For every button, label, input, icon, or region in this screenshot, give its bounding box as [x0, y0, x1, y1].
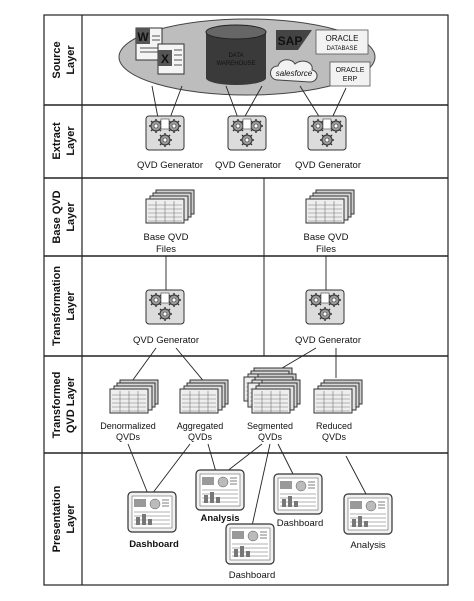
analysis-label: Analysis — [350, 540, 386, 551]
qvd-generator-label: QVD Generator — [295, 160, 361, 171]
data-warehouse-icon: DATA WAREHOUSE — [205, 24, 267, 85]
aggregated-qvds: Aggregated QVDs — [177, 379, 229, 442]
dashboard-2: Dashboard — [273, 473, 323, 529]
base-qvd-files-1: Base QVD Files — [144, 189, 195, 255]
layer-label-line1: Presentation — [51, 485, 63, 552]
base-qvd-label-line2: Files — [156, 244, 176, 255]
segmented-qvds: Segmented QVDs — [243, 367, 301, 442]
oracle-erp-line1: ORACLE — [336, 67, 365, 74]
reduced-label-line1: Reduced — [316, 421, 352, 431]
warehouse-label-line1: DATA — [228, 53, 243, 59]
oracle-erp-logo-icon: ORACLE ERP — [329, 61, 371, 87]
oracle-db-line1: ORACLE — [326, 34, 359, 43]
dashboard-label: Dashboard — [129, 539, 179, 550]
layer-label-transformed-qvd: Transformed QVD Layer — [51, 372, 77, 439]
denormalized-label-line2: QVDs — [116, 432, 141, 442]
dashboard-label: Dashboard — [277, 518, 323, 529]
reduced-qvds: Reduced QVDs — [313, 379, 363, 442]
source-extract-connectors — [151, 85, 347, 119]
layer-label-line2: Layer — [65, 126, 77, 156]
dashboard-1: Dashboard — [127, 491, 179, 550]
qvd-generator-label: QVD Generator — [137, 160, 203, 171]
aggregated-label-line1: Aggregated — [177, 421, 224, 431]
layer-label-presentation: Presentation Layer — [51, 485, 77, 552]
dashboard-label: Dashboard — [229, 570, 275, 581]
extract-qvd-generator-1: QVD Generator — [137, 116, 203, 171]
segmented-label-line2: QVDs — [258, 432, 283, 442]
layer-label-base-qvd: Base QVD Layer — [51, 190, 77, 243]
outer-frame — [43, 14, 449, 586]
oracle-db-line2: DATABASE — [326, 46, 357, 52]
transformed-presentation-connectors — [127, 443, 367, 527]
svg-text:X: X — [161, 52, 169, 66]
base-qvd-label-line2: Files — [316, 244, 336, 255]
layer-label-line2: Layer — [65, 202, 77, 232]
denormalized-label-line1: Denormalized — [100, 421, 156, 431]
layer-label-line1: Transformed — [51, 372, 63, 439]
transform-qvd-generator-1: QVD Generator — [133, 290, 199, 346]
base-qvd-label-line1: Base QVD — [304, 232, 349, 243]
layer-label-line2: QVD Layer — [65, 376, 77, 433]
layer-label-line1: Base QVD — [51, 190, 63, 243]
analysis-1: Analysis — [195, 469, 245, 524]
qvd-generator-label: QVD Generator — [215, 160, 281, 171]
salesforce-logo-icon: salesforce — [270, 59, 318, 83]
layer-label-line1: Source — [51, 41, 63, 78]
warehouse-label-line2: WAREHOUSE — [216, 61, 255, 67]
layer-label-extract: Extract Layer — [51, 122, 77, 160]
layer-label-line2: Layer — [65, 504, 77, 534]
oracle-database-logo-icon: ORACLE DATABASE — [315, 29, 369, 55]
qvd-generator-label: QVD Generator — [295, 335, 361, 346]
layer-label-line2: Layer — [65, 45, 77, 75]
dashboard-3: Dashboard — [225, 523, 275, 581]
base-qvd-label-line1: Base QVD — [144, 232, 189, 243]
analysis-label: Analysis — [200, 513, 239, 524]
layer-label-line1: Extract — [51, 122, 63, 160]
salesforce-label: salesforce — [276, 69, 313, 78]
sap-logo-icon: SAP — [276, 30, 312, 50]
aggregated-label-line2: QVDs — [188, 432, 213, 442]
excel-spreadsheet-icon: X — [157, 43, 185, 75]
oracle-erp-line2: ERP — [343, 76, 358, 83]
layer-label-source: Source Layer — [51, 41, 77, 78]
segmented-label-line1: Segmented — [247, 421, 293, 431]
denormalized-qvds: Denormalized QVDs — [100, 379, 159, 442]
svg-text:W: W — [137, 30, 149, 44]
extract-qvd-generator-3: QVD Generator — [295, 116, 361, 171]
layer-label-transformation: Transformation Layer — [51, 266, 77, 346]
analysis-2: Analysis — [343, 493, 393, 551]
sap-label: SAP — [278, 34, 303, 48]
layer-label-line2: Layer — [65, 291, 77, 321]
layer-separators — [44, 104, 448, 454]
layer-label-line1: Transformation — [51, 266, 63, 346]
qvd-generator-label: QVD Generator — [133, 335, 199, 346]
base-transform-connectors — [165, 256, 327, 290]
extract-qvd-generator-2: QVD Generator — [215, 116, 281, 171]
base-qvd-files-2: Base QVD Files — [304, 189, 355, 255]
reduced-label-line2: QVDs — [322, 432, 347, 442]
transform-transformed-connectors — [129, 347, 337, 385]
transform-qvd-generator-2: QVD Generator — [295, 290, 361, 346]
